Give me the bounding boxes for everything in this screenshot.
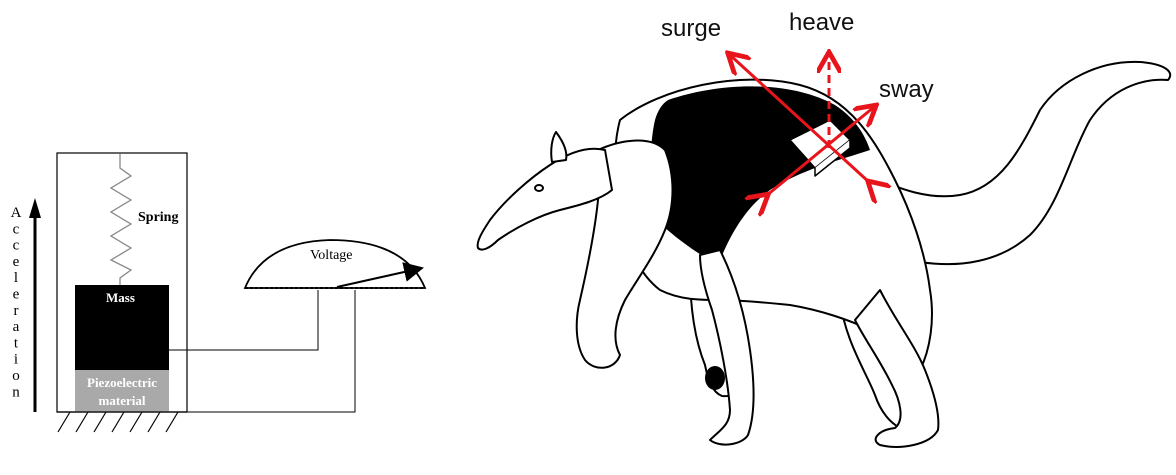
- heave-label: heave: [789, 9, 854, 36]
- ground-hatch: [57, 412, 187, 432]
- acceleration-letter: a: [13, 319, 20, 335]
- acceleration-letter: t: [14, 335, 19, 351]
- spring-label: Spring: [138, 210, 178, 225]
- acceleration-letter: c: [13, 238, 20, 254]
- voltage-meter: Voltage: [245, 240, 425, 288]
- voltage-label: Voltage: [310, 248, 353, 263]
- acceleration-letter: A: [11, 205, 22, 221]
- piezo-label-line1: Piezoelectric: [87, 375, 157, 390]
- anteater-ear: [551, 132, 566, 162]
- signal-wires: [169, 290, 355, 412]
- acceleration-letter: e: [13, 287, 20, 303]
- acceleration-letter: o: [12, 368, 20, 384]
- acceleration-letter: i: [14, 352, 18, 368]
- anteater-far-paw: [705, 366, 725, 390]
- sway-label: sway: [879, 76, 934, 103]
- acceleration-letter: l: [14, 270, 18, 286]
- acceleration-arrow: [29, 198, 41, 412]
- piezo-label-line2: material: [99, 393, 146, 408]
- surge-label: surge: [661, 15, 721, 42]
- anteater-illustration: [478, 62, 1171, 447]
- acceleration-letter: e: [13, 254, 20, 270]
- acceleration-letter: c: [13, 221, 20, 237]
- mass-label: Mass: [106, 290, 135, 305]
- anteater-eye: [535, 185, 543, 191]
- anteater-head: [478, 149, 612, 250]
- acceleration-letter: r: [14, 303, 19, 319]
- acceleration-letter: n: [12, 384, 20, 400]
